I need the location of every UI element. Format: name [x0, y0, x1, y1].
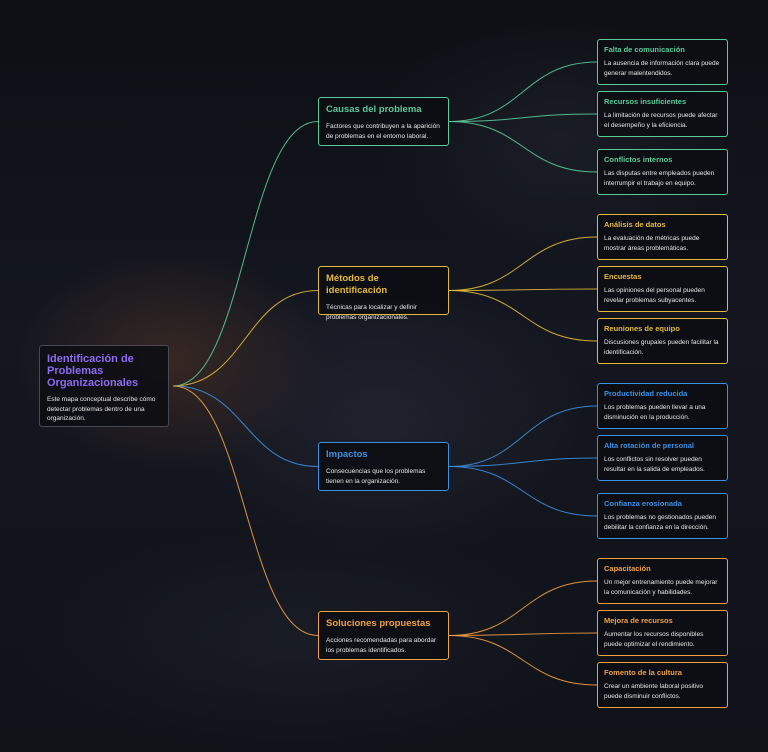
leaf-description: Los problemas pueden llevar a una dismin… [604, 404, 706, 421]
leaf-title: Falta de comunicación [604, 45, 685, 54]
connector-soluciones-2 [448, 635, 598, 686]
connector-impactos-0 [448, 405, 598, 467]
leaf-description: La limitación de recursos puede afectar … [604, 112, 718, 129]
branch-causas[interactable]: Causas del problema Factores que contrib… [318, 97, 449, 146]
connector-soluciones-1 [448, 632, 598, 636]
connector-causas-0 [448, 61, 598, 122]
leaf-description: Las disputas entre empleados pueden inte… [604, 170, 715, 187]
leaf-description: Crear un ambiente laboral positivo puede… [604, 683, 703, 700]
leaf-title: Encuestas [604, 272, 642, 281]
connector-causas-2 [448, 121, 598, 173]
leaf-title: Mejora de recursos [604, 616, 673, 625]
leaf-conflictos-internos[interactable]: Conflictos internos Las disputas entre e… [597, 149, 728, 195]
connector-soluciones-0 [448, 580, 598, 636]
connector-root-metodos [172, 290, 319, 387]
leaf-title: Fomento de la cultura [604, 668, 682, 677]
connector-root-soluciones [172, 385, 319, 636]
connector-metodos-1 [448, 288, 598, 291]
connector-impactos-2 [448, 466, 598, 517]
leaf-description: La ausencia de información clara puede g… [604, 60, 720, 77]
leaf-title: Alta rotación de personal [604, 441, 695, 450]
leaf-description: Un mejor entrenamiento puede mejorar la … [604, 579, 718, 596]
root-node[interactable]: Identificación de Problemas Organizacion… [39, 345, 169, 427]
leaf-confianza-erosionada[interactable]: Confianza erosionada Los problemas no ge… [597, 493, 728, 539]
leaf-description: Las opiniones del personal pueden revela… [604, 287, 705, 304]
leaf-description: La evaluación de métricas puede mostrar … [604, 235, 700, 252]
leaf-description: Los conflictos sin resolver pueden resul… [604, 456, 705, 473]
branch-metodos[interactable]: Métodos de identificación Técnicas para … [318, 266, 449, 321]
connector-impactos-1 [448, 457, 598, 467]
leaf-title: Confianza erosionada [604, 499, 682, 508]
leaf-description: Aumentar los recursos disponibles puede … [604, 631, 704, 648]
connector-root-causas [172, 121, 319, 387]
root-title: Identificación de Problemas Organizacion… [47, 353, 139, 389]
branch-description: Factores que contribuyen a la aparición … [326, 123, 440, 140]
leaf-alta-rotacion[interactable]: Alta rotación de personal Los conflictos… [597, 435, 728, 481]
branch-title: Causas del problema [326, 104, 422, 115]
leaf-capacitacion[interactable]: Capacitación Un mejor entrenamiento pued… [597, 558, 728, 604]
connector-metodos-0 [448, 236, 598, 291]
branch-soluciones[interactable]: Soluciones propuestas Acciones recomenda… [318, 611, 449, 660]
leaf-reuniones-equipo[interactable]: Reuniones de equipo Discusiones grupales… [597, 318, 728, 364]
leaf-title: Productividad reducida [604, 389, 688, 398]
leaf-fomento-cultura[interactable]: Fomento de la cultura Crear un ambiente … [597, 662, 728, 708]
leaf-title: Análisis de datos [604, 220, 666, 229]
connector-root-impactos [172, 385, 319, 467]
branch-description: Acciones recomendadas para abordar los p… [326, 637, 437, 654]
leaf-description: Los problemas no gestionados pueden debi… [604, 514, 717, 531]
leaf-falta-comunicacion[interactable]: Falta de comunicación La ausencia de inf… [597, 39, 728, 85]
leaf-title: Recursos insuficientes [604, 97, 687, 106]
branch-impactos[interactable]: Impactos Consecuencias que los problemas… [318, 442, 449, 491]
leaf-analisis-datos[interactable]: Análisis de datos La evaluación de métri… [597, 214, 728, 260]
leaf-recursos-insuficientes[interactable]: Recursos insuficientes La limitación de … [597, 91, 728, 137]
connector-metodos-2 [448, 290, 598, 342]
leaf-description: Discusiones grupales pueden facilitar la… [604, 339, 719, 356]
leaf-title: Reuniones de equipo [604, 324, 680, 333]
leaf-productividad-reducida[interactable]: Productividad reducida Los problemas pue… [597, 383, 728, 429]
branch-description: Consecuencias que los problemas tienen e… [326, 468, 426, 485]
branch-title: Soluciones propuestas [326, 618, 431, 629]
branch-title: Métodos de identificación [326, 273, 388, 296]
leaf-mejora-recursos[interactable]: Mejora de recursos Aumentar los recursos… [597, 610, 728, 656]
root-description: Este mapa conceptual describe cómo detec… [47, 396, 156, 422]
leaf-encuestas[interactable]: Encuestas Las opiniones del personal pue… [597, 266, 728, 312]
leaf-title: Conflictos internos [604, 155, 673, 164]
branch-title: Impactos [326, 449, 368, 460]
connector-causas-1 [448, 113, 598, 122]
branch-description: Técnicas para localizar y definir proble… [326, 304, 418, 321]
leaf-title: Capacitación [604, 564, 651, 573]
